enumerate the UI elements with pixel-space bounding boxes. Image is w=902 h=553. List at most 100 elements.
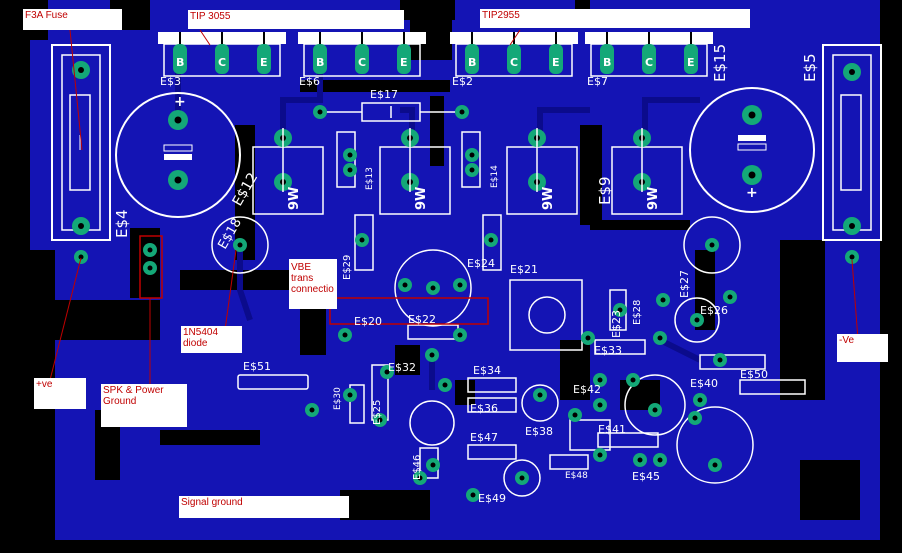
pad: [600, 44, 614, 74]
resistor-value: 9W: [287, 187, 302, 210]
component-label: E$29: [342, 255, 353, 280]
pin-label: B: [468, 56, 476, 69]
component-label: E$7: [587, 75, 608, 88]
pad-hole: [597, 402, 603, 408]
pad-hole: [457, 282, 463, 288]
component-label: E$21: [510, 263, 538, 276]
pad-hole: [637, 457, 643, 463]
pad-hole: [469, 152, 475, 158]
pad-hole: [377, 417, 383, 423]
resistor-body: [252, 146, 324, 215]
component-label: E$28: [632, 300, 643, 325]
big-capacitor-right: +: [689, 87, 815, 213]
component-label: E$23: [610, 310, 623, 338]
annotation-tip2955: TIP2955: [480, 9, 750, 28]
pad: [642, 44, 656, 74]
pad: [257, 44, 271, 74]
component-label: E$25: [372, 400, 383, 425]
pad-hole: [442, 382, 448, 388]
pin-label: C: [218, 56, 226, 69]
pad-hole: [402, 282, 408, 288]
component-label: E$20: [354, 315, 382, 328]
pad-hole: [630, 377, 636, 383]
component-label: E$26: [700, 304, 728, 317]
component-label: E$4: [113, 209, 131, 238]
component-label: E$38: [525, 425, 553, 438]
annotation-plus-ve: +ve: [34, 378, 86, 409]
pad-hole: [488, 237, 494, 243]
component-label: E$17: [370, 88, 398, 101]
component-label: E$50: [740, 368, 768, 381]
component-label: E$45: [632, 470, 660, 483]
pad-hole: [657, 457, 663, 463]
component-label: E$6: [299, 75, 320, 88]
pad-hole: [727, 294, 733, 300]
component-label: E$36: [470, 402, 498, 415]
pad: [355, 44, 369, 74]
pad-hole: [660, 297, 666, 303]
pad-hole: [347, 392, 353, 398]
pad-hole: [849, 254, 855, 260]
component-label: E$2: [452, 75, 473, 88]
pad: [465, 44, 479, 74]
pad: [215, 44, 229, 74]
pad-hole: [519, 475, 525, 481]
pin-label: B: [176, 56, 184, 69]
svg-text:+: +: [746, 185, 758, 201]
pin-label: C: [510, 56, 518, 69]
pad: [507, 44, 521, 74]
pad-hole: [709, 242, 715, 248]
small-components: [139, 102, 806, 497]
pad-hole: [147, 247, 153, 253]
pad-hole: [342, 332, 348, 338]
pin-label: B: [316, 56, 324, 69]
annotation-signal-ground: Signal ground: [179, 496, 349, 518]
component-label: E$27: [678, 270, 691, 298]
component-label: E$41: [598, 423, 626, 436]
component-label: E$24: [467, 257, 495, 270]
component-label: E$15: [711, 44, 729, 82]
component-label: E$14: [490, 165, 500, 188]
component-label: E$40: [690, 377, 718, 390]
fuse-holder-left: [51, 44, 111, 241]
component-label: E$51: [243, 360, 271, 373]
component-label: E$3: [160, 75, 181, 88]
pin-label: B: [603, 56, 611, 69]
solder-pads: [74, 105, 859, 502]
pad-hole: [697, 397, 703, 403]
component-label: E$5: [801, 53, 819, 82]
pad: [684, 44, 698, 74]
pad-hole: [237, 242, 243, 248]
annotation-fuse: F3A Fuse: [23, 9, 122, 30]
pad-hole: [147, 265, 153, 271]
pad-hole: [317, 109, 323, 115]
annotation-minus-ve: -Ve: [837, 334, 888, 362]
pad-hole: [309, 407, 315, 413]
pad-hole: [429, 352, 435, 358]
component-label: E$32: [388, 361, 416, 374]
pad-hole: [657, 335, 663, 341]
pin-label: E: [400, 56, 408, 69]
pad-hole: [430, 285, 436, 291]
pad-hole: [692, 415, 698, 421]
pin-label: C: [645, 56, 653, 69]
pad: [173, 44, 187, 74]
pin-label: C: [358, 56, 366, 69]
pad-hole: [597, 452, 603, 458]
pad: [549, 44, 563, 74]
pad-hole: [457, 332, 463, 338]
pad-hole: [459, 109, 465, 115]
pin-label: E: [260, 56, 268, 69]
pad-hole: [585, 335, 591, 341]
fuse-holder-right: [822, 44, 882, 241]
annotation-tip3055: TIP 3055: [188, 10, 404, 29]
pad-hole: [347, 167, 353, 173]
pad-hole: [470, 492, 476, 498]
pad-hole: [617, 307, 623, 313]
pad-hole: [384, 369, 390, 375]
resistor-value: 9W: [414, 187, 429, 210]
